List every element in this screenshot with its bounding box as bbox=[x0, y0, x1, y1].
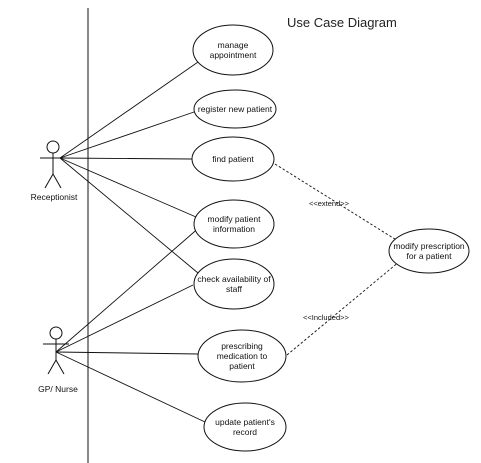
usecase-manage-appointment-shape bbox=[192, 24, 274, 76]
gp-nurse-actor-figure bbox=[43, 326, 69, 375]
usecase-modify-prescription-label: modify prescription for a patient bbox=[393, 241, 465, 261]
usecase-find-patient-shape bbox=[191, 136, 275, 182]
included-relationship-label: <<Included>> bbox=[303, 313, 349, 322]
assoc-gp-modify-patient-information bbox=[55, 225, 202, 353]
usecase-check-availability-label: check availability of staff bbox=[197, 274, 271, 294]
actor-label-receptionist: Receptionist bbox=[30, 192, 78, 202]
usecase-register-new-patient-label: register new patient bbox=[197, 104, 273, 114]
usecase-modify-prescription-shape bbox=[388, 228, 470, 274]
extend-relationship-label: <<extend>> bbox=[309, 199, 350, 208]
usecase-update-record-label: update patient's record bbox=[215, 417, 275, 437]
extend-dashed-line bbox=[274, 163, 399, 242]
assoc-receptionist-check-availability bbox=[59, 157, 199, 274]
assoc-receptionist-modify-patient-information bbox=[59, 157, 197, 218]
receptionist-associations bbox=[59, 61, 199, 274]
usecase-check-availability-shape bbox=[193, 258, 275, 310]
assoc-receptionist-manage-appointment bbox=[59, 61, 199, 159]
usecase-find-patient-label: find patient bbox=[212, 154, 254, 164]
assoc-receptionist-find-patient bbox=[59, 157, 193, 160]
usecase-manage-appointment-label: manage appointment bbox=[209, 40, 257, 60]
usecase-prescribing-medication-shape bbox=[197, 329, 287, 383]
assoc-gp-update-record bbox=[55, 351, 206, 423]
gp-nurse-associations bbox=[55, 225, 206, 423]
usecase-modify-patient-information-shape bbox=[193, 199, 275, 249]
receptionist-actor-figure bbox=[40, 140, 66, 189]
included-dashed-line bbox=[286, 260, 401, 356]
diagram-title: Use Case Diagram bbox=[287, 15, 397, 30]
assoc-receptionist-register-new-patient bbox=[59, 111, 195, 159]
usecase-register-new-patient-shape bbox=[193, 89, 277, 129]
usecase-prescribing-medication-label: prescribing medication to patient bbox=[216, 341, 268, 371]
assoc-gp-prescribing-medication bbox=[55, 351, 200, 355]
usecase-modify-patient-information-label: modify patient information bbox=[207, 214, 261, 234]
usecase-update-record-shape bbox=[203, 402, 287, 452]
actor-label-gp-nurse: GP/ Nurse bbox=[38, 384, 78, 394]
assoc-gp-check-availability bbox=[55, 284, 194, 353]
